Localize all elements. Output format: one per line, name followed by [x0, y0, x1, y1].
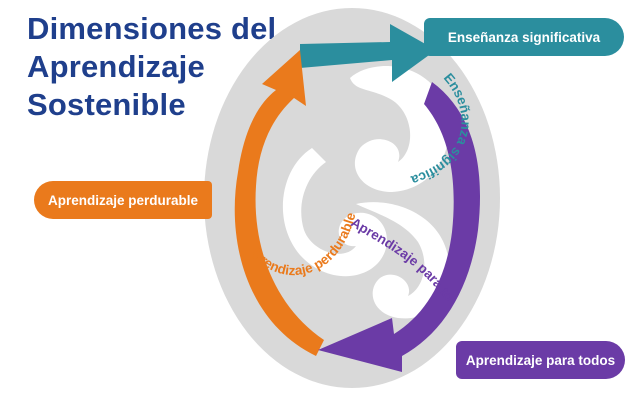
- tag-ensenanza-significativa-label: Enseñanza significativa: [447, 29, 601, 45]
- purple-arrow: [318, 82, 481, 372]
- orange-arrow: [234, 50, 324, 356]
- tag-aprendizaje-para-todos-label: Aprendizaje para todos: [465, 352, 616, 368]
- teal-arrow: [300, 24, 436, 82]
- tag-aprendizaje-para-todos: Aprendizaje para todos: [456, 341, 625, 379]
- tag-aprendizaje-perdurable-label: Aprendizaje perdurable: [47, 192, 199, 208]
- tag-aprendizaje-perdurable: Aprendizaje perdurable: [34, 181, 212, 219]
- title-line-3: Sostenible: [27, 87, 186, 122]
- triskelion-swirl: [282, 66, 450, 319]
- title-line-2: Aprendizaje: [27, 49, 205, 84]
- page-title: Dimensiones del Aprendizaje Sostenible: [27, 10, 276, 124]
- swirl-arm-teal: [350, 66, 449, 192]
- swirl-arm-purple: [356, 202, 450, 319]
- swirl-arm-orange: [282, 148, 387, 277]
- title-line-1: Dimensiones del: [27, 11, 277, 46]
- tag-ensenanza-significativa: Enseñanza significativa: [424, 18, 624, 56]
